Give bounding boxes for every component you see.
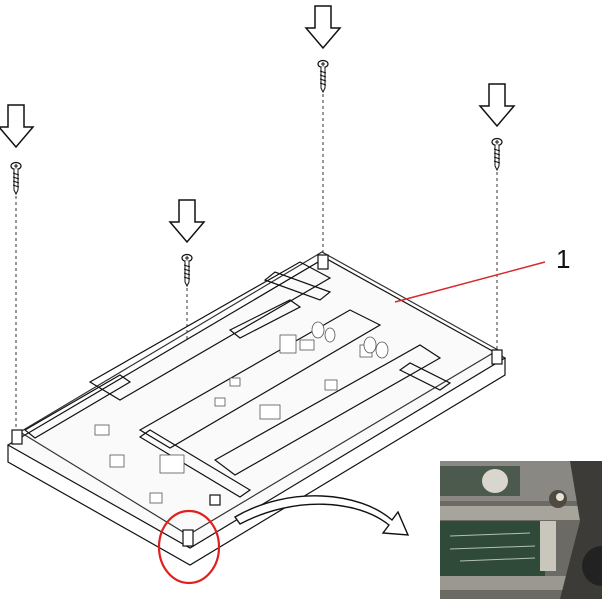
down-arrow-icon	[479, 83, 515, 127]
standoff-detail-photo	[440, 461, 602, 599]
highlight-ellipse	[157, 509, 221, 585]
screw-icon	[491, 137, 503, 171]
callout-label: 1	[556, 244, 571, 274]
screw-icon	[317, 59, 329, 93]
screw-icon	[181, 253, 193, 287]
callout-line	[394, 261, 546, 303]
down-arrow-icon	[0, 104, 34, 148]
down-arrow-icon	[169, 199, 205, 243]
curved-arrow-icon	[233, 495, 410, 536]
detail-photo	[440, 461, 602, 599]
guide-lines	[15, 94, 498, 525]
screw-icon	[10, 161, 22, 195]
circuit-board-cover	[6, 251, 507, 566]
down-arrow-icon	[305, 5, 341, 49]
